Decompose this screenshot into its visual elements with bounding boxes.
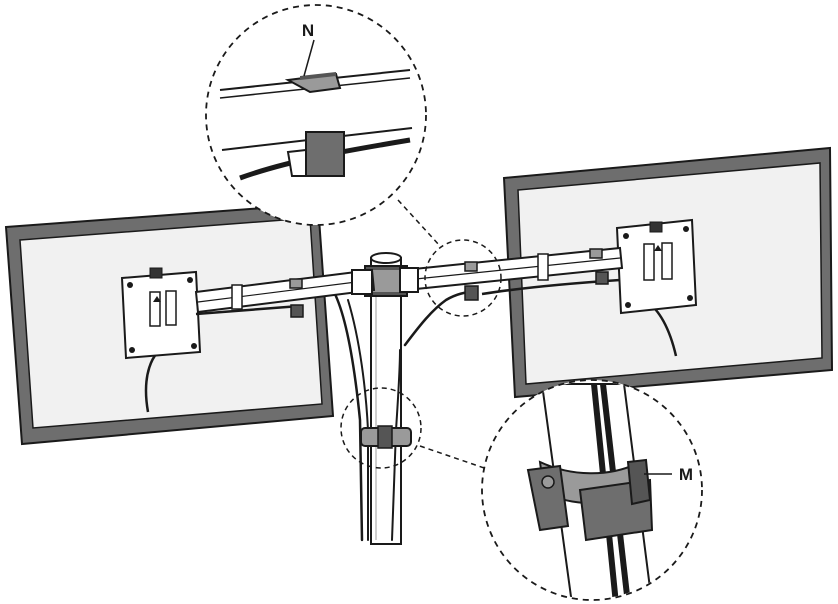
arm-cable-clips — [464, 261, 479, 301]
callout-label-n: N — [302, 21, 314, 40]
left-arm — [194, 268, 376, 318]
right-monitor — [402, 146, 834, 399]
detail-target-circles — [340, 239, 502, 469]
callout-label-m: M — [679, 465, 693, 484]
left-monitor — [4, 202, 376, 446]
left-vesa-plate — [120, 267, 202, 360]
callout-connectors — [397, 199, 491, 471]
pole-clamp-small — [360, 425, 412, 449]
detail-target-n — [424, 239, 502, 317]
right-arm — [402, 246, 624, 296]
cables — [332, 290, 474, 542]
pole-joint — [351, 267, 419, 295]
right-vesa-plate — [615, 218, 698, 315]
zoom-detail-m: M — [481, 379, 703, 601]
detail-target-m — [340, 387, 422, 469]
pole — [364, 252, 408, 545]
zoom-detail-n: N — [205, 4, 427, 226]
